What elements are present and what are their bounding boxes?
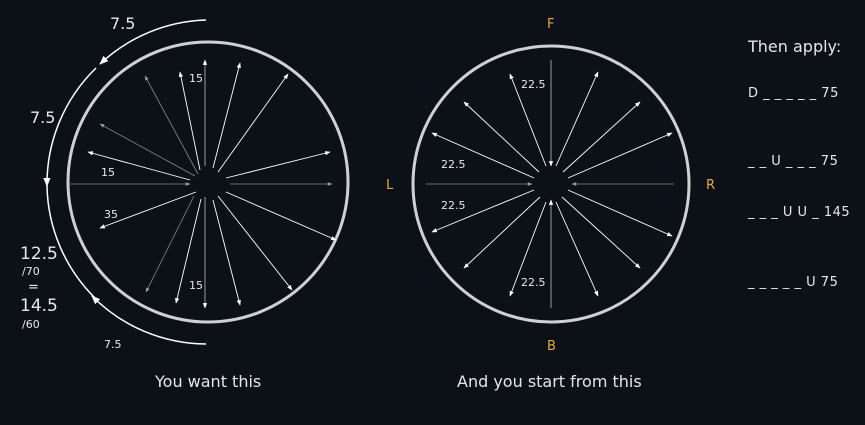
lower-arc [46, 185, 96, 299]
left-spoke-12 [99, 191, 197, 229]
left-spoke-1 [178, 71, 201, 171]
left-wheel-rim [66, 40, 350, 324]
bottom-arc-label: 7.5 [104, 338, 122, 351]
left-spoke-17 [225, 191, 337, 241]
top-arc [99, 19, 207, 65]
instruction-step-4: _ _ _ _ _ U 75 [748, 275, 839, 290]
left-spoke-6 [87, 151, 191, 181]
direction-back: B [547, 339, 556, 354]
right-spoke-8 [431, 132, 535, 179]
inner-label-lower-left: 35 [104, 208, 118, 221]
ratio-unit-a: /70 [22, 265, 40, 278]
left-spoke-4 [144, 75, 199, 175]
right-spoke-4 [509, 73, 547, 167]
direction-left: L [386, 178, 394, 193]
direction-right: R [706, 178, 716, 193]
direction-front: F [547, 17, 555, 32]
right-wheel-rim [411, 44, 691, 324]
right-spoke-6 [463, 101, 540, 173]
left-spoke-16 [217, 195, 293, 291]
right-spoke-5 [562, 101, 641, 173]
inner-label-bottom: 15 [189, 279, 203, 292]
upper-arc [43, 67, 97, 187]
inner-label-top: 15 [189, 72, 203, 85]
ratio-value-b: 14.5 [20, 296, 58, 316]
top-arc-label: 7.5 [110, 14, 136, 33]
right-wheel-spokes [426, 60, 674, 308]
left-spoke-5 [99, 123, 196, 177]
upper-arc-label: 7.5 [30, 108, 56, 127]
right-spoke-7 [567, 132, 673, 179]
instruction-step-2: _ _ U _ _ _ 75 [748, 154, 839, 169]
ratio-equals: = [28, 280, 39, 295]
instruction-step-1: D _ _ _ _ _ 75 [748, 86, 839, 101]
right-spoke-14 [463, 196, 541, 269]
right-spoke-3 [555, 71, 599, 167]
right-inner-label-left-lower: 22.5 [441, 199, 466, 212]
right-inner-label-left-upper: 22.5 [441, 158, 466, 171]
left-spoke-3 [217, 73, 289, 173]
ratio-value-a: 12.5 [20, 244, 58, 264]
instructions-heading: Then apply: [748, 37, 842, 56]
right-spoke-15 [555, 201, 599, 297]
left-wheel [43, 19, 350, 345]
inner-label-left: 15 [101, 166, 115, 179]
instruction-step-3: _ _ _ U U _ 145 [748, 205, 851, 220]
left-spoke-7 [225, 151, 331, 179]
right-spoke-13 [561, 196, 641, 269]
bottom-arc [91, 295, 207, 345]
left-spoke-13 [145, 195, 195, 293]
ratio-unit-b: /60 [22, 318, 40, 331]
left-caption: You want this [155, 372, 262, 391]
right-inner-label-top: 22.5 [521, 78, 546, 91]
left-wheel-spokes [70, 59, 337, 309]
right-wheel [411, 44, 691, 324]
left-spoke-14 [175, 198, 202, 304]
right-inner-label-bottom: 22.5 [521, 276, 546, 289]
left-spoke-2 [212, 62, 241, 169]
right-caption: And you start from this [457, 372, 642, 391]
right-spoke-11 [567, 189, 673, 237]
right-spoke-16 [509, 201, 547, 297]
left-spoke-15 [212, 199, 241, 306]
right-spoke-12 [431, 189, 535, 233]
